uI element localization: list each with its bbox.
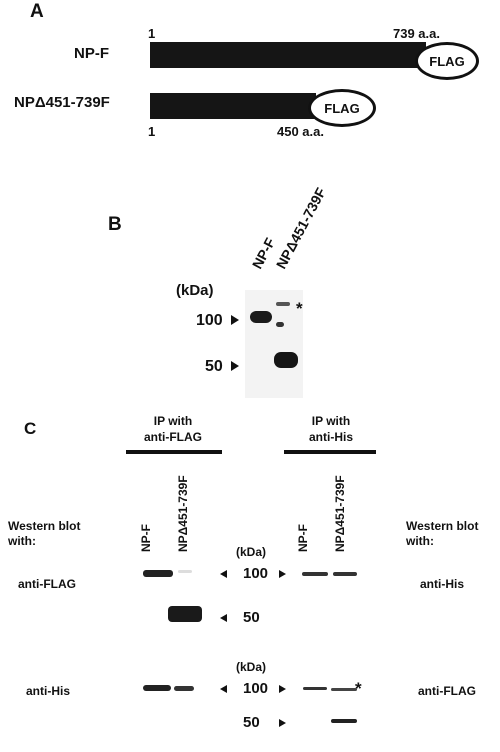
row1-right-antibody: anti-His (420, 577, 465, 591)
c-left-lane-np-f: NP-F (139, 524, 153, 552)
row1-marker-50: 50 (243, 609, 260, 626)
row1-left-band-faint (178, 570, 192, 573)
c-right-lane-np-deletion: NPΔ451-739F (333, 475, 347, 552)
row2-right-antibody: anti-FLAG (418, 684, 476, 698)
row2-right-band-deletion-low (331, 719, 357, 723)
row2-right-band-deletion (331, 688, 357, 691)
row2-marker-100-right-arrow (279, 685, 286, 693)
row2-right-band-np-f (303, 687, 327, 690)
panel-c-label: C (24, 419, 37, 438)
ip-left-underline (126, 450, 222, 454)
panel-b-marker-100: 100 (196, 312, 223, 329)
row2-left-antibody: anti-His (26, 684, 71, 698)
row1-marker-100: 100 (243, 565, 269, 582)
panel-b-marker-50-arrow (231, 361, 239, 371)
c-kda-unit-top: (kDa) (236, 545, 267, 559)
ip-right-underline (284, 450, 376, 454)
panel-b-label: B (108, 214, 122, 235)
row1-marker-100-right-arrow (279, 570, 286, 578)
np-deletion-protein-bar (150, 93, 316, 119)
panel-b-kda-unit: (kDa) (176, 282, 214, 299)
row2-asterisk: * (355, 679, 362, 698)
ip-right-line1: IP with (311, 414, 351, 428)
panel-b-blot (245, 290, 303, 398)
wb-right-line1: Western blot (406, 519, 479, 533)
wb-right-line2: with: (406, 534, 434, 548)
np-deletion-flag-tag: FLAG (308, 89, 376, 127)
np-f-end-label: 739 a.a. (393, 26, 440, 41)
row1-marker-100-left-arrow (220, 570, 227, 578)
np-deletion-start-label: 1 (148, 124, 156, 139)
np-f-protein-bar (150, 42, 426, 68)
panel-b-band-deletion (274, 352, 298, 368)
c-right-lane-np-f: NP-F (296, 524, 310, 552)
c-kda-unit-bottom: (kDa) (236, 660, 267, 674)
row2-marker-100-left-arrow (220, 685, 227, 693)
row2-left-band-deletion (174, 686, 194, 691)
row2-marker-100: 100 (243, 680, 269, 697)
np-deletion-end-label: 450 a.a. (277, 124, 324, 139)
row2-marker-50-right-arrow (279, 719, 286, 727)
row1-right-band-deletion (333, 572, 357, 576)
row1-marker-50-left-arrow (220, 614, 227, 622)
np-f-flag-tag: FLAG (415, 42, 479, 80)
np-deletion-construct-label: NPΔ451-739F (14, 94, 110, 111)
row1-right-band-np-f (302, 572, 328, 576)
row1-left-band-np-f (143, 570, 173, 577)
row1-left-band-deletion (168, 606, 202, 622)
row2-marker-50: 50 (243, 714, 260, 731)
panel-b-marker-100-arrow (231, 315, 239, 325)
ip-left-line1: IP with (153, 414, 193, 428)
ip-right-line2: anti-His (308, 430, 353, 444)
wb-left-line2: with: (8, 534, 36, 548)
panel-b-band-np-f (250, 311, 272, 323)
panel-b-marker-50: 50 (205, 358, 223, 375)
np-f-construct-label: NP-F (74, 45, 109, 62)
row2-left-band-np-f (143, 685, 171, 691)
wb-left-line1: Western blot (8, 519, 81, 533)
panel-b-asterisk: * (296, 299, 303, 318)
np-f-start-label: 1 (148, 26, 156, 41)
panel-b-lane-np-f: NP-F (248, 235, 279, 272)
panel-b-band-mid (276, 322, 284, 327)
ip-left-line2: anti-FLAG (144, 430, 202, 444)
row1-left-antibody: anti-FLAG (18, 577, 76, 591)
panel-a-label: A (30, 1, 44, 22)
panel-b-band-upper (276, 302, 290, 306)
panel-b-lane-np-deletion: NPΔ451-739F (272, 184, 329, 272)
c-left-lane-np-deletion: NPΔ451-739F (176, 475, 190, 552)
